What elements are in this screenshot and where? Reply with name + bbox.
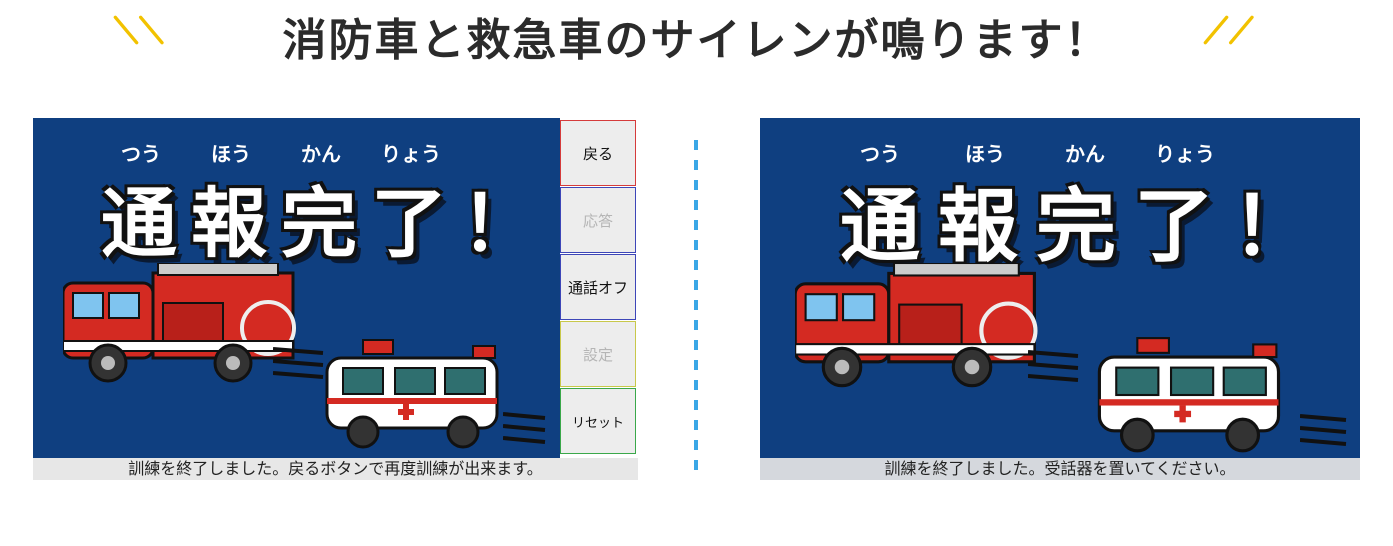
headline-text: 消防車と救急車のサイレンが鳴ります！ bbox=[282, 15, 1111, 66]
furigana-3: かん bbox=[1065, 142, 1105, 166]
fire-engine-illustration bbox=[63, 263, 296, 383]
right-panel: つう ほう かん りょう 通報完了！ bbox=[760, 118, 1360, 480]
side-button-panel: 戻る 応答 通話オフ 設定 リセット bbox=[560, 118, 636, 458]
left-status-bar: 訓練を終了しました。戻るボタンで再度訓練が出来ます。 bbox=[33, 458, 638, 480]
left-panel: つう ほう かん りょう 通報完了！ bbox=[33, 118, 638, 480]
motion-lines-icon bbox=[1028, 350, 1079, 382]
right-status-bar: 訓練を終了しました。受話器を置いてください。 bbox=[760, 458, 1360, 480]
furigana-2: ほう bbox=[211, 142, 251, 166]
title-text: 通報完了！ bbox=[840, 180, 1330, 273]
accent-slash-right-icon bbox=[1203, 15, 1254, 45]
ambulance-illustration bbox=[1097, 337, 1281, 453]
fire-engine-illustration bbox=[795, 263, 1038, 388]
furigana-2: ほう bbox=[965, 142, 1005, 166]
left-screen: つう ほう かん りょう 通報完了！ bbox=[33, 118, 560, 458]
furigana-4: りょう bbox=[1155, 142, 1215, 166]
right-screen: つう ほう かん りょう 通報完了！ bbox=[760, 118, 1360, 458]
furigana-3: かん bbox=[301, 142, 341, 166]
ambulance-illustration bbox=[325, 339, 499, 449]
reset-button[interactable]: リセット bbox=[560, 388, 636, 454]
furigana-4: りょう bbox=[381, 142, 441, 166]
settings-button[interactable]: 設定 bbox=[560, 321, 636, 387]
title-text: 通報完了！ bbox=[101, 179, 551, 268]
accent-slash-left-icon bbox=[113, 15, 164, 45]
headline: 消防車と救急車のサイレンが鳴ります！ bbox=[0, 0, 1393, 80]
furigana-1: つう bbox=[860, 142, 900, 166]
motion-lines-icon bbox=[503, 412, 546, 444]
motion-lines-icon bbox=[273, 347, 324, 379]
answer-button[interactable]: 応答 bbox=[560, 187, 636, 253]
motion-lines-icon bbox=[1300, 414, 1347, 446]
back-button[interactable]: 戻る bbox=[560, 120, 636, 186]
furigana-1: つう bbox=[121, 142, 161, 166]
call-off-button[interactable]: 通話オフ bbox=[560, 254, 636, 320]
panel-divider bbox=[694, 140, 698, 472]
